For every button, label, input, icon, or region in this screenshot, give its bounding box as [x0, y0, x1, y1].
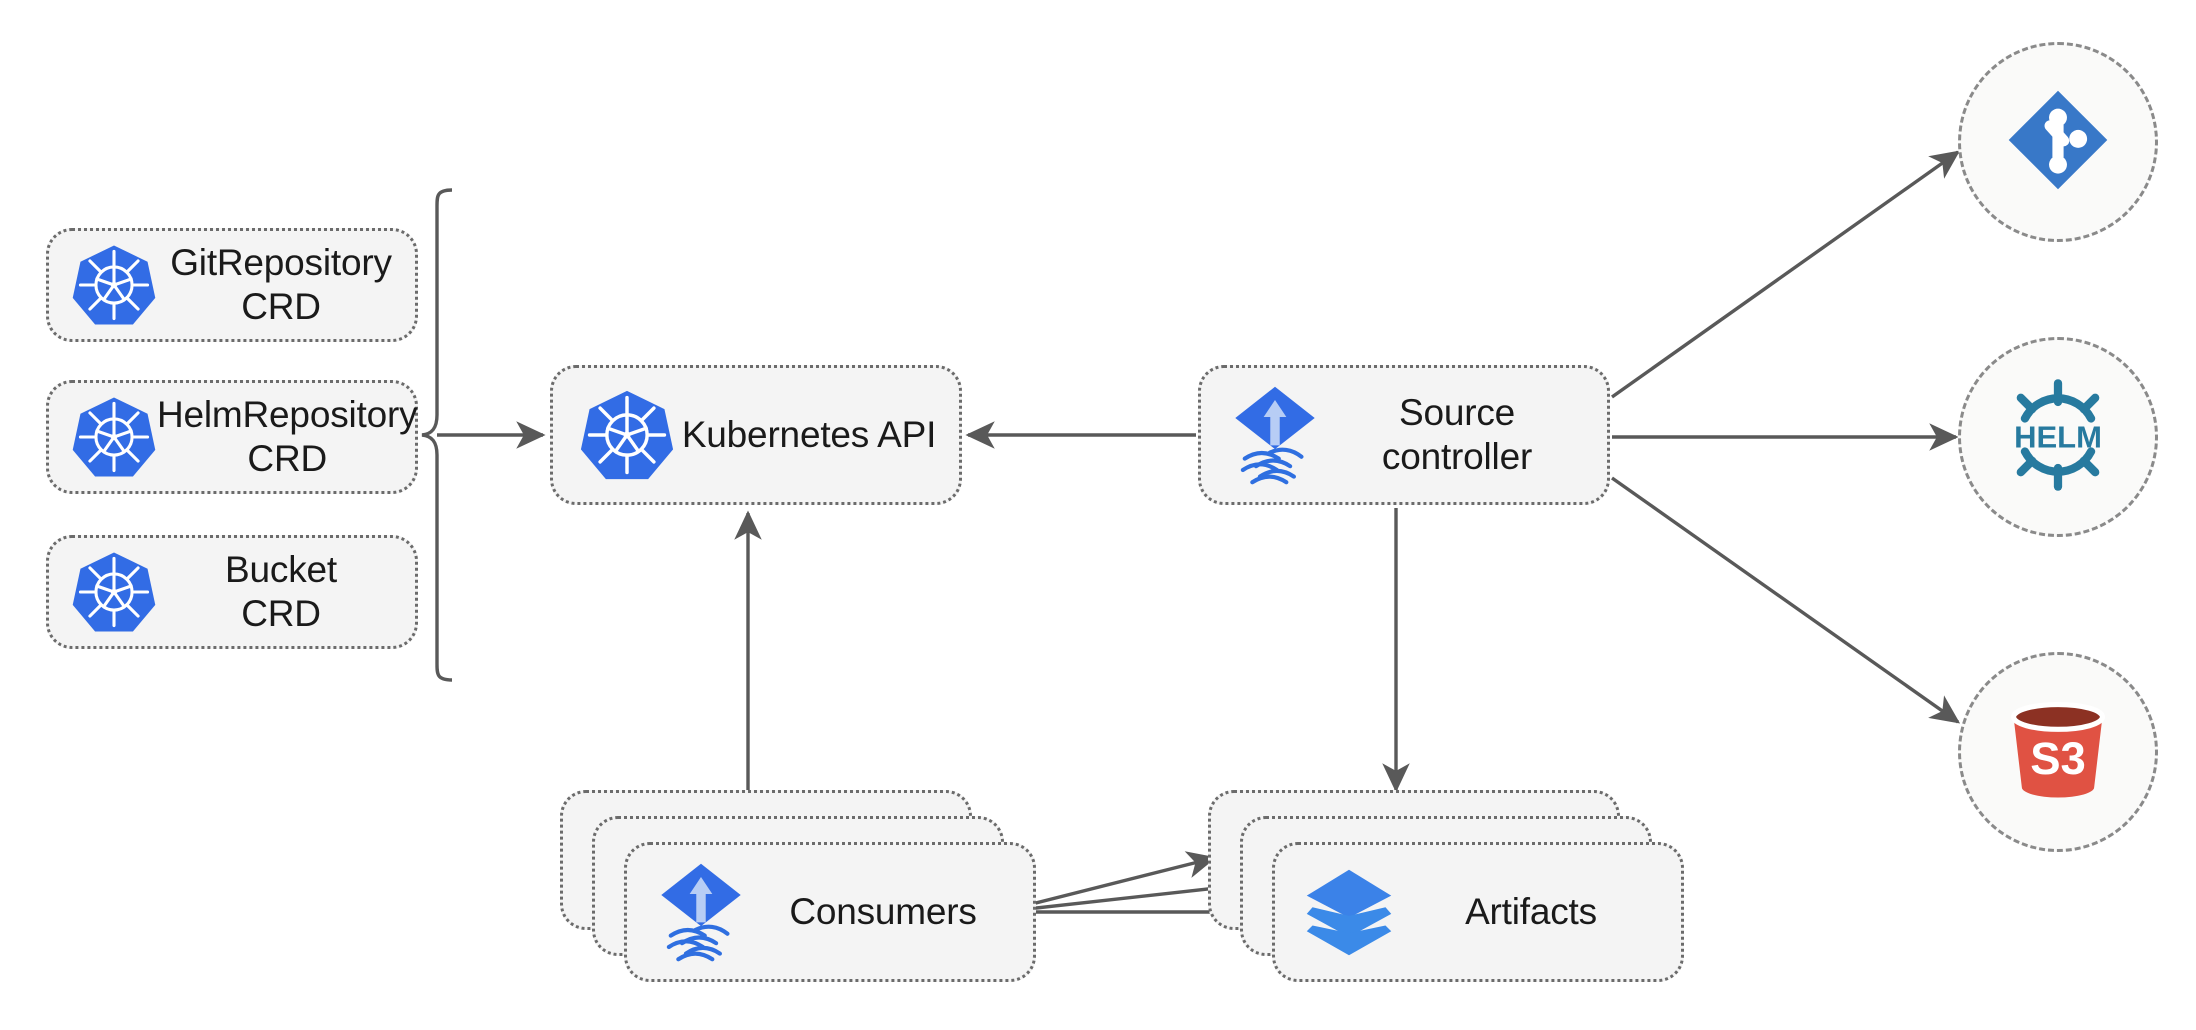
- node-label-consumers: Consumers: [789, 891, 977, 933]
- kubernetes-icon: [579, 384, 675, 486]
- helm-icon: HELM: [1996, 373, 2120, 502]
- endpoint-git[interactable]: [1958, 42, 2158, 242]
- flux-icon: [1227, 384, 1323, 486]
- kubernetes-icon: [71, 549, 157, 635]
- layers-icon: [1301, 861, 1397, 963]
- endpoint-helm[interactable]: HELM: [1958, 337, 2158, 537]
- crd-label-wrap: Bucket CRD: [157, 548, 405, 635]
- flux-icon: [653, 861, 749, 963]
- crd-label-wrap: GitRepository CRD: [157, 241, 405, 328]
- edge-source-controller-to-git: [1611, 150, 1961, 399]
- node-label-wrap: Artifacts: [1397, 890, 1665, 934]
- node-label-source-controller: Source controller: [1381, 392, 1533, 477]
- endpoint-s3[interactable]: S3: [1958, 652, 2158, 852]
- kubernetes-icon: [71, 394, 157, 480]
- node-label-artifacts: Artifacts: [1465, 891, 1597, 933]
- s3-bucket-icon: S3: [1996, 688, 2120, 817]
- node-label-wrap: Source controller: [1323, 391, 1591, 478]
- node-kubernetes-api[interactable]: Kubernetes API: [550, 365, 962, 505]
- git-icon: [2002, 84, 2114, 201]
- crd-label-wrap: HelmRepository CRD: [157, 393, 418, 480]
- crd-label: GitRepository CRD: [170, 242, 392, 327]
- node-label-wrap: Consumers: [749, 890, 1017, 934]
- crd-box-helmrepository[interactable]: HelmRepository CRD: [46, 380, 418, 494]
- s3-label: S3: [2030, 732, 2086, 783]
- crd-label: Bucket CRD: [225, 549, 337, 634]
- crd-label: HelmRepository CRD: [157, 394, 418, 479]
- kubernetes-icon: [71, 242, 157, 328]
- node-artifacts[interactable]: Artifacts: [1272, 842, 1684, 982]
- crd-box-gitrepository[interactable]: GitRepository CRD: [46, 228, 418, 342]
- node-source-controller[interactable]: Source controller: [1198, 365, 1610, 505]
- helm-label: HELM: [2014, 419, 2102, 454]
- crd-group-bracket: [421, 188, 453, 682]
- node-label-wrap: Kubernetes API: [675, 413, 943, 457]
- edge-source-controller-to-s3: [1611, 476, 1961, 724]
- node-label-kubernetes-api: Kubernetes API: [681, 414, 937, 456]
- crd-box-bucket[interactable]: Bucket CRD: [46, 535, 418, 649]
- node-consumers[interactable]: Consumers: [624, 842, 1036, 982]
